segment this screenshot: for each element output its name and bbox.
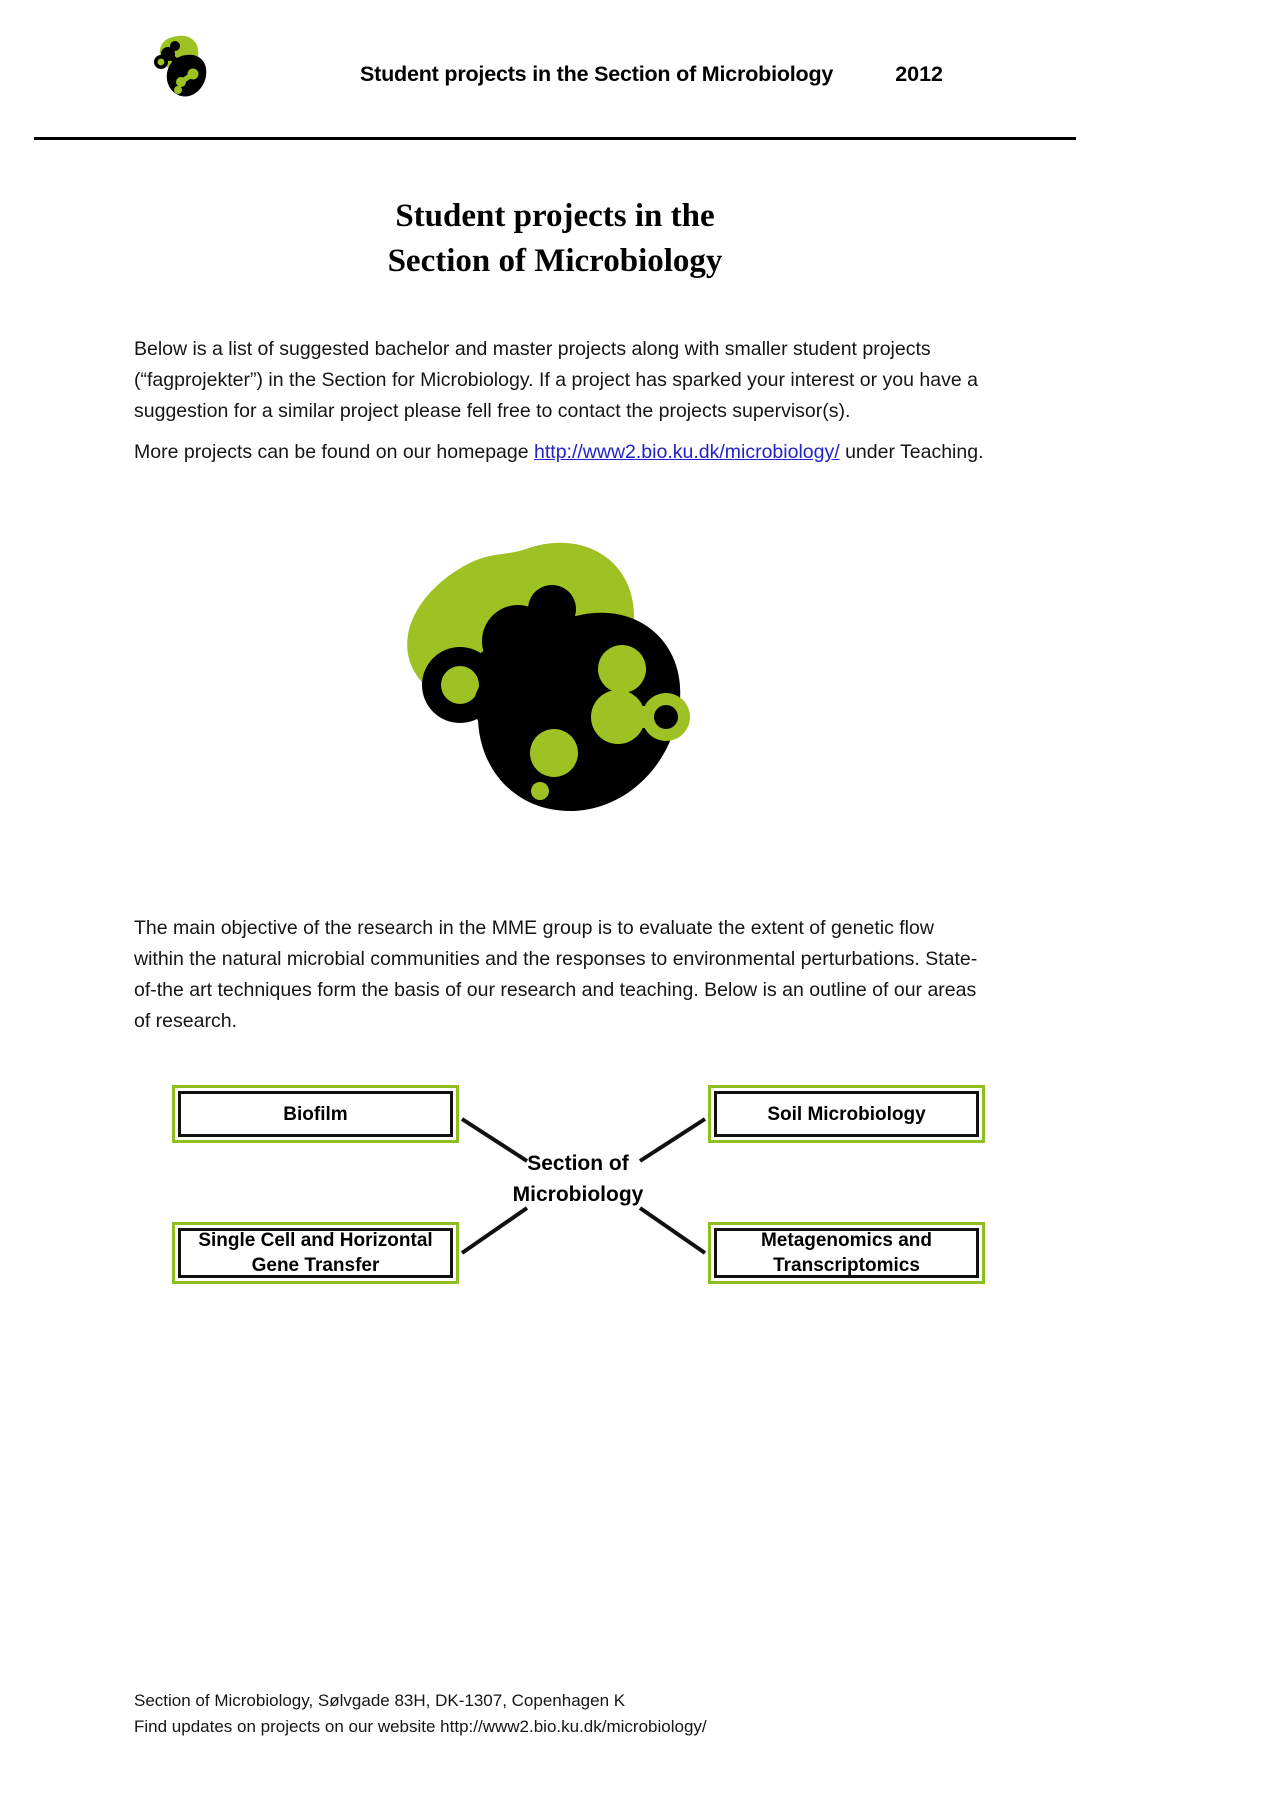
diagram-node-biofilm-label: Biofilm bbox=[178, 1091, 453, 1137]
page-header: Student projects in the Section of Micro… bbox=[0, 0, 1280, 160]
page-title: Student projects in the Section of Micro… bbox=[0, 194, 1110, 284]
footer-website: Find updates on projects on our website … bbox=[134, 1717, 707, 1736]
homepage-suffix: under Teaching. bbox=[839, 441, 984, 463]
diagram-node-single-cell-horizontal-gene-transfer-label: Single Cell and Horizontal Gene Transfer bbox=[178, 1228, 453, 1278]
diagram-center-label-line-2: Microbiology bbox=[512, 1183, 644, 1206]
homepage-link[interactable]: http://www2.bio.ku.dk/microbiology/ bbox=[534, 441, 840, 463]
page-title-line-2: Section of Microbiology bbox=[387, 243, 723, 279]
research-areas-diagram: Biofilm Soil Microbiology Single Cell an… bbox=[0, 1075, 1110, 1310]
objective-paragraph: The main objective of the research in th… bbox=[134, 917, 978, 1032]
microbiology-logo-icon bbox=[148, 33, 212, 103]
diagram-node-soil-microbiology[interactable]: Soil Microbiology bbox=[708, 1085, 985, 1143]
homepage-paragraph: More projects can be found on our homepa… bbox=[134, 437, 1014, 468]
header-year: 2012 bbox=[895, 62, 944, 86]
diagram-node-metagenomics-transcriptomics[interactable]: Metagenomics and Transcriptomics bbox=[708, 1222, 985, 1284]
footer-address: Section of Microbiology, Sølvgade 83H, D… bbox=[134, 1691, 626, 1710]
diagram-center-label: Section of Microbiology bbox=[468, 1148, 688, 1210]
header-divider bbox=[34, 137, 1076, 140]
diagram-node-single-cell-horizontal-gene-transfer[interactable]: Single Cell and Horizontal Gene Transfer bbox=[172, 1222, 459, 1284]
diagram-node-metagenomics-transcriptomics-label: Metagenomics and Transcriptomics bbox=[714, 1228, 979, 1278]
intro-paragraph: Below is a list of suggested bachelor an… bbox=[134, 338, 978, 422]
microbiology-blob-logo-icon bbox=[404, 537, 692, 817]
page-title-line-1: Student projects in the bbox=[395, 198, 715, 234]
diagram-node-soil-microbiology-label: Soil Microbiology bbox=[714, 1091, 979, 1137]
header-title-row: Student projects in the Section of Micro… bbox=[360, 62, 980, 87]
header-title: Student projects in the Section of Micro… bbox=[360, 62, 834, 86]
diagram-center-label-line-1: Section of bbox=[527, 1152, 629, 1175]
page-footer: Section of Microbiology, Sølvgade 83H, D… bbox=[134, 1688, 934, 1740]
diagram-node-biofilm[interactable]: Biofilm bbox=[172, 1085, 459, 1143]
homepage-prefix: More projects can be found on our homepa… bbox=[134, 441, 535, 463]
